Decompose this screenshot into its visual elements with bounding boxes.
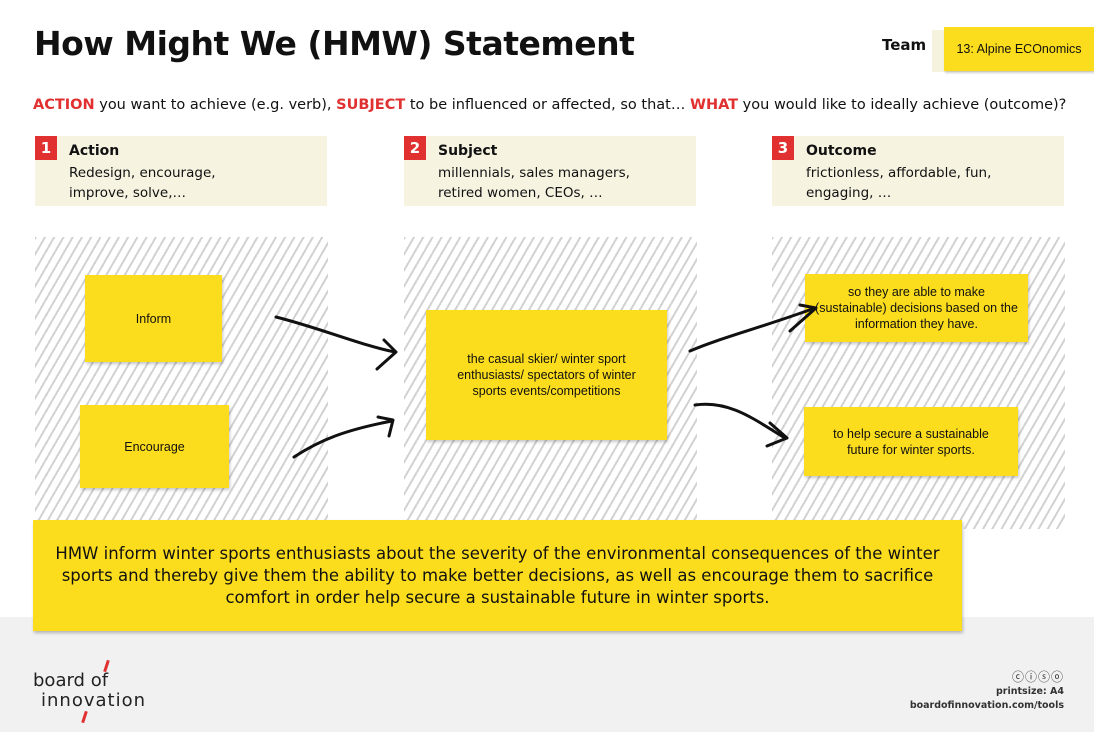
logo-line-2: innovation bbox=[41, 690, 146, 711]
outcome-examples-line-1: frictionless, affordable, fun, bbox=[806, 165, 992, 181]
website-link[interactable]: boardofinnovation.com/tools bbox=[909, 700, 1064, 711]
subject-examples-line-1: millennials, sales managers, bbox=[438, 165, 630, 181]
printsize-text: printsize: A4 bbox=[996, 686, 1064, 697]
instruction-part-2: to be influenced or affected, so that… bbox=[405, 97, 690, 113]
subject-column-examples: millennials, sales managers, retired wom… bbox=[438, 163, 630, 203]
logo-slash-bottom bbox=[81, 710, 88, 724]
action-column-title: Action bbox=[69, 143, 120, 159]
outcome-sticky-note-2[interactable]: to help secure a sustainable future for … bbox=[804, 407, 1018, 476]
team-name-sticky-note[interactable]: 13: Alpine ECOnomics bbox=[944, 27, 1094, 71]
subject-keyword: SUBJECT bbox=[336, 97, 406, 113]
outcome-number-badge: 3 bbox=[772, 136, 794, 160]
action-examples-line-1: Redesign, encourage, bbox=[69, 165, 216, 181]
board-of-innovation-logo: board of innovation bbox=[33, 659, 153, 724]
arrow-encourage-to-subject-head bbox=[376, 415, 395, 438]
encourage-sticky-note[interactable]: Encourage bbox=[80, 405, 229, 488]
footer-band bbox=[0, 617, 1094, 732]
action-number-badge: 1 bbox=[35, 136, 57, 160]
outcome-sticky-note-1[interactable]: so they are able to make (sustainable) d… bbox=[805, 274, 1028, 342]
instruction-part-3: you would like to ideally achieve (outco… bbox=[738, 97, 1067, 113]
action-column-header bbox=[35, 136, 327, 206]
page-title: How Might We (HMW) Statement bbox=[34, 24, 635, 63]
inform-sticky-note[interactable]: Inform bbox=[85, 275, 222, 362]
subject-sticky-note[interactable]: the casual skier/ winter sport enthusias… bbox=[426, 310, 667, 440]
outcome-column-header bbox=[772, 136, 1064, 206]
cc-license-icon: ⓒⓘⓢⓞ bbox=[1011, 670, 1064, 684]
subject-examples-line-2: retired women, CEOs, … bbox=[438, 185, 603, 201]
logo-line-1: board of bbox=[33, 670, 109, 691]
action-examples-line-2: improve, solve,… bbox=[69, 185, 186, 201]
action-keyword: ACTION bbox=[33, 97, 95, 113]
outcome-column-title: Outcome bbox=[806, 143, 877, 159]
arrow-inform-to-subject-head bbox=[375, 338, 398, 371]
action-column-examples: Redesign, encourage, improve, solve,… bbox=[69, 163, 216, 203]
instruction-part-1: you want to achieve (e.g. verb), bbox=[94, 97, 337, 113]
instruction-line: ACTION you want to achieve (e.g. verb), … bbox=[33, 97, 1066, 113]
what-keyword: WHAT bbox=[689, 97, 739, 113]
outcome-column-examples: frictionless, affordable, fun, engaging,… bbox=[806, 163, 991, 203]
team-label: Team bbox=[882, 36, 927, 54]
subject-number-badge: 2 bbox=[404, 136, 426, 160]
outcome-examples-line-2: engaging, … bbox=[806, 185, 892, 201]
subject-column-title: Subject bbox=[438, 143, 498, 159]
subject-column-header bbox=[404, 136, 696, 206]
hmw-statement-note[interactable]: HMW inform winter sports enthusiasts abo… bbox=[33, 520, 962, 631]
